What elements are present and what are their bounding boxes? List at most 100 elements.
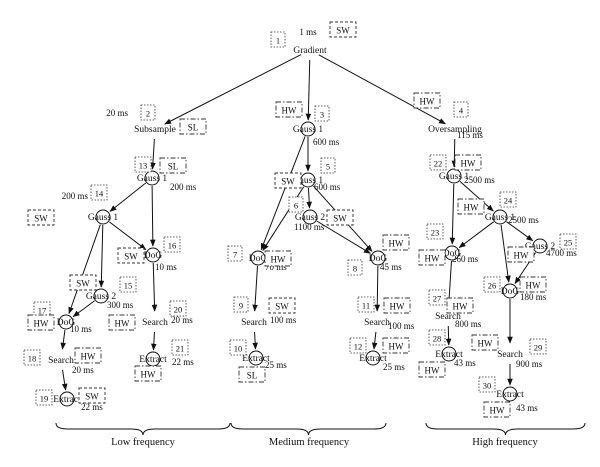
node-circle xyxy=(248,350,264,366)
edge-dog8-to-search11 xyxy=(374,265,381,312)
task-number: 19 xyxy=(40,394,49,404)
task-time: 115 ms xyxy=(457,130,483,140)
node-label: Gauss 1 xyxy=(137,174,168,184)
edge-gauss1-med-to-dog7 xyxy=(260,136,306,251)
task-time: 10 ms xyxy=(155,262,177,272)
node-label: Search xyxy=(364,318,390,328)
edge-subsample-to-gauss1-low xyxy=(150,138,156,170)
impl-box-sw xyxy=(78,387,106,404)
group-brace xyxy=(425,422,586,436)
node-label: Oversampling xyxy=(428,125,482,135)
task-number: 15 xyxy=(124,281,133,291)
edge-search18-to-extract19 xyxy=(61,369,68,391)
node-circle xyxy=(441,346,457,362)
impl-box-hw xyxy=(483,401,511,418)
task-number-box xyxy=(227,245,243,262)
impl-box-hw xyxy=(413,92,441,109)
node-label: DoG xyxy=(369,254,388,264)
group-low: Low frequency xyxy=(55,422,231,448)
task-number: 23 xyxy=(431,228,440,238)
impl-box-hw xyxy=(108,314,136,331)
node-circle xyxy=(145,247,161,263)
task-time: 100 ms xyxy=(388,321,415,331)
group-label: Low frequency xyxy=(111,437,176,448)
task-number: 27 xyxy=(433,294,442,304)
node-label: Subsample xyxy=(134,125,176,135)
task-number-box xyxy=(140,104,156,121)
edge-gauss2-med-to-dog8 xyxy=(316,220,371,254)
node-label: Extract xyxy=(53,395,81,405)
edge-gauss1b-low-to-dog17 xyxy=(68,224,101,315)
task-time: 25 ms xyxy=(383,362,405,372)
edge-gauss1-low-to-gauss1b-low xyxy=(109,182,147,212)
edge-dog17-to-search18 xyxy=(60,329,67,350)
task-number-box xyxy=(169,300,187,317)
impl-label: SL xyxy=(247,371,258,381)
task-number-box xyxy=(320,157,336,174)
edge-search9-to-extract10 xyxy=(252,331,258,350)
node-circle xyxy=(302,209,318,225)
task-number: 21 xyxy=(176,344,185,354)
task-number: 8 xyxy=(353,264,357,274)
impl-box-hw xyxy=(446,297,474,314)
impl-label: HW xyxy=(514,251,529,261)
edge-gauss1b-low-to-dog16 xyxy=(109,221,147,250)
edge-search20-to-extract21 xyxy=(151,331,157,351)
group-medium: Medium frequency xyxy=(230,422,387,448)
impl-box-hw xyxy=(519,276,547,293)
node-circle xyxy=(93,288,109,304)
task-time: 200 ms xyxy=(62,191,89,201)
impl-label: SL xyxy=(188,123,199,133)
task-time: 600 ms xyxy=(314,182,341,192)
task-time: 200 ms xyxy=(170,182,197,192)
edge-oversampling-to-gauss1-high xyxy=(451,138,458,168)
task-number: 4 xyxy=(459,106,464,116)
task-number-box xyxy=(270,31,286,48)
group-brace xyxy=(55,422,231,436)
task-time: 600 ms xyxy=(313,137,340,147)
node-circle xyxy=(446,168,462,184)
impl-label: HW xyxy=(478,339,493,349)
impl-box-hw xyxy=(418,249,446,266)
edge-gauss1b-high-to-dog23 xyxy=(458,221,494,249)
group-label: High frequency xyxy=(472,437,538,448)
task-number: 11 xyxy=(362,301,370,311)
impl-label: HW xyxy=(389,342,404,352)
node-label: Gauss 2 xyxy=(295,213,326,223)
impl-label: SW xyxy=(76,279,90,289)
impl-box-hw xyxy=(27,314,55,331)
node-circle xyxy=(502,386,518,402)
impl-box-hw xyxy=(275,101,303,118)
edge-gauss2-low-to-dog17 xyxy=(72,300,95,318)
node-label: DoG xyxy=(443,249,462,259)
edge-gauss1b-med-to-gauss2-med xyxy=(306,187,312,209)
task-time: 2500 ms xyxy=(508,215,539,225)
task-number-box xyxy=(23,349,41,366)
task-time: 70 ms xyxy=(265,262,287,272)
task-number: 2 xyxy=(146,109,150,119)
task-number: 12 xyxy=(354,342,363,352)
impl-label: HW xyxy=(271,255,286,265)
impl-box-hw xyxy=(471,334,499,351)
impl-box-sw xyxy=(329,21,357,38)
node-circle xyxy=(532,238,548,254)
node-label: Gauss 1 xyxy=(88,213,119,223)
task-number: 14 xyxy=(95,189,104,199)
edge-gauss1-low-to-dog16 xyxy=(150,185,156,247)
task-number-box xyxy=(349,337,367,354)
impl-label: HW xyxy=(425,366,440,376)
impl-box-hw xyxy=(418,361,446,378)
task-number-box xyxy=(171,339,189,356)
node-label: Gauss 1 xyxy=(293,125,324,135)
impl-label: HW xyxy=(282,106,297,116)
